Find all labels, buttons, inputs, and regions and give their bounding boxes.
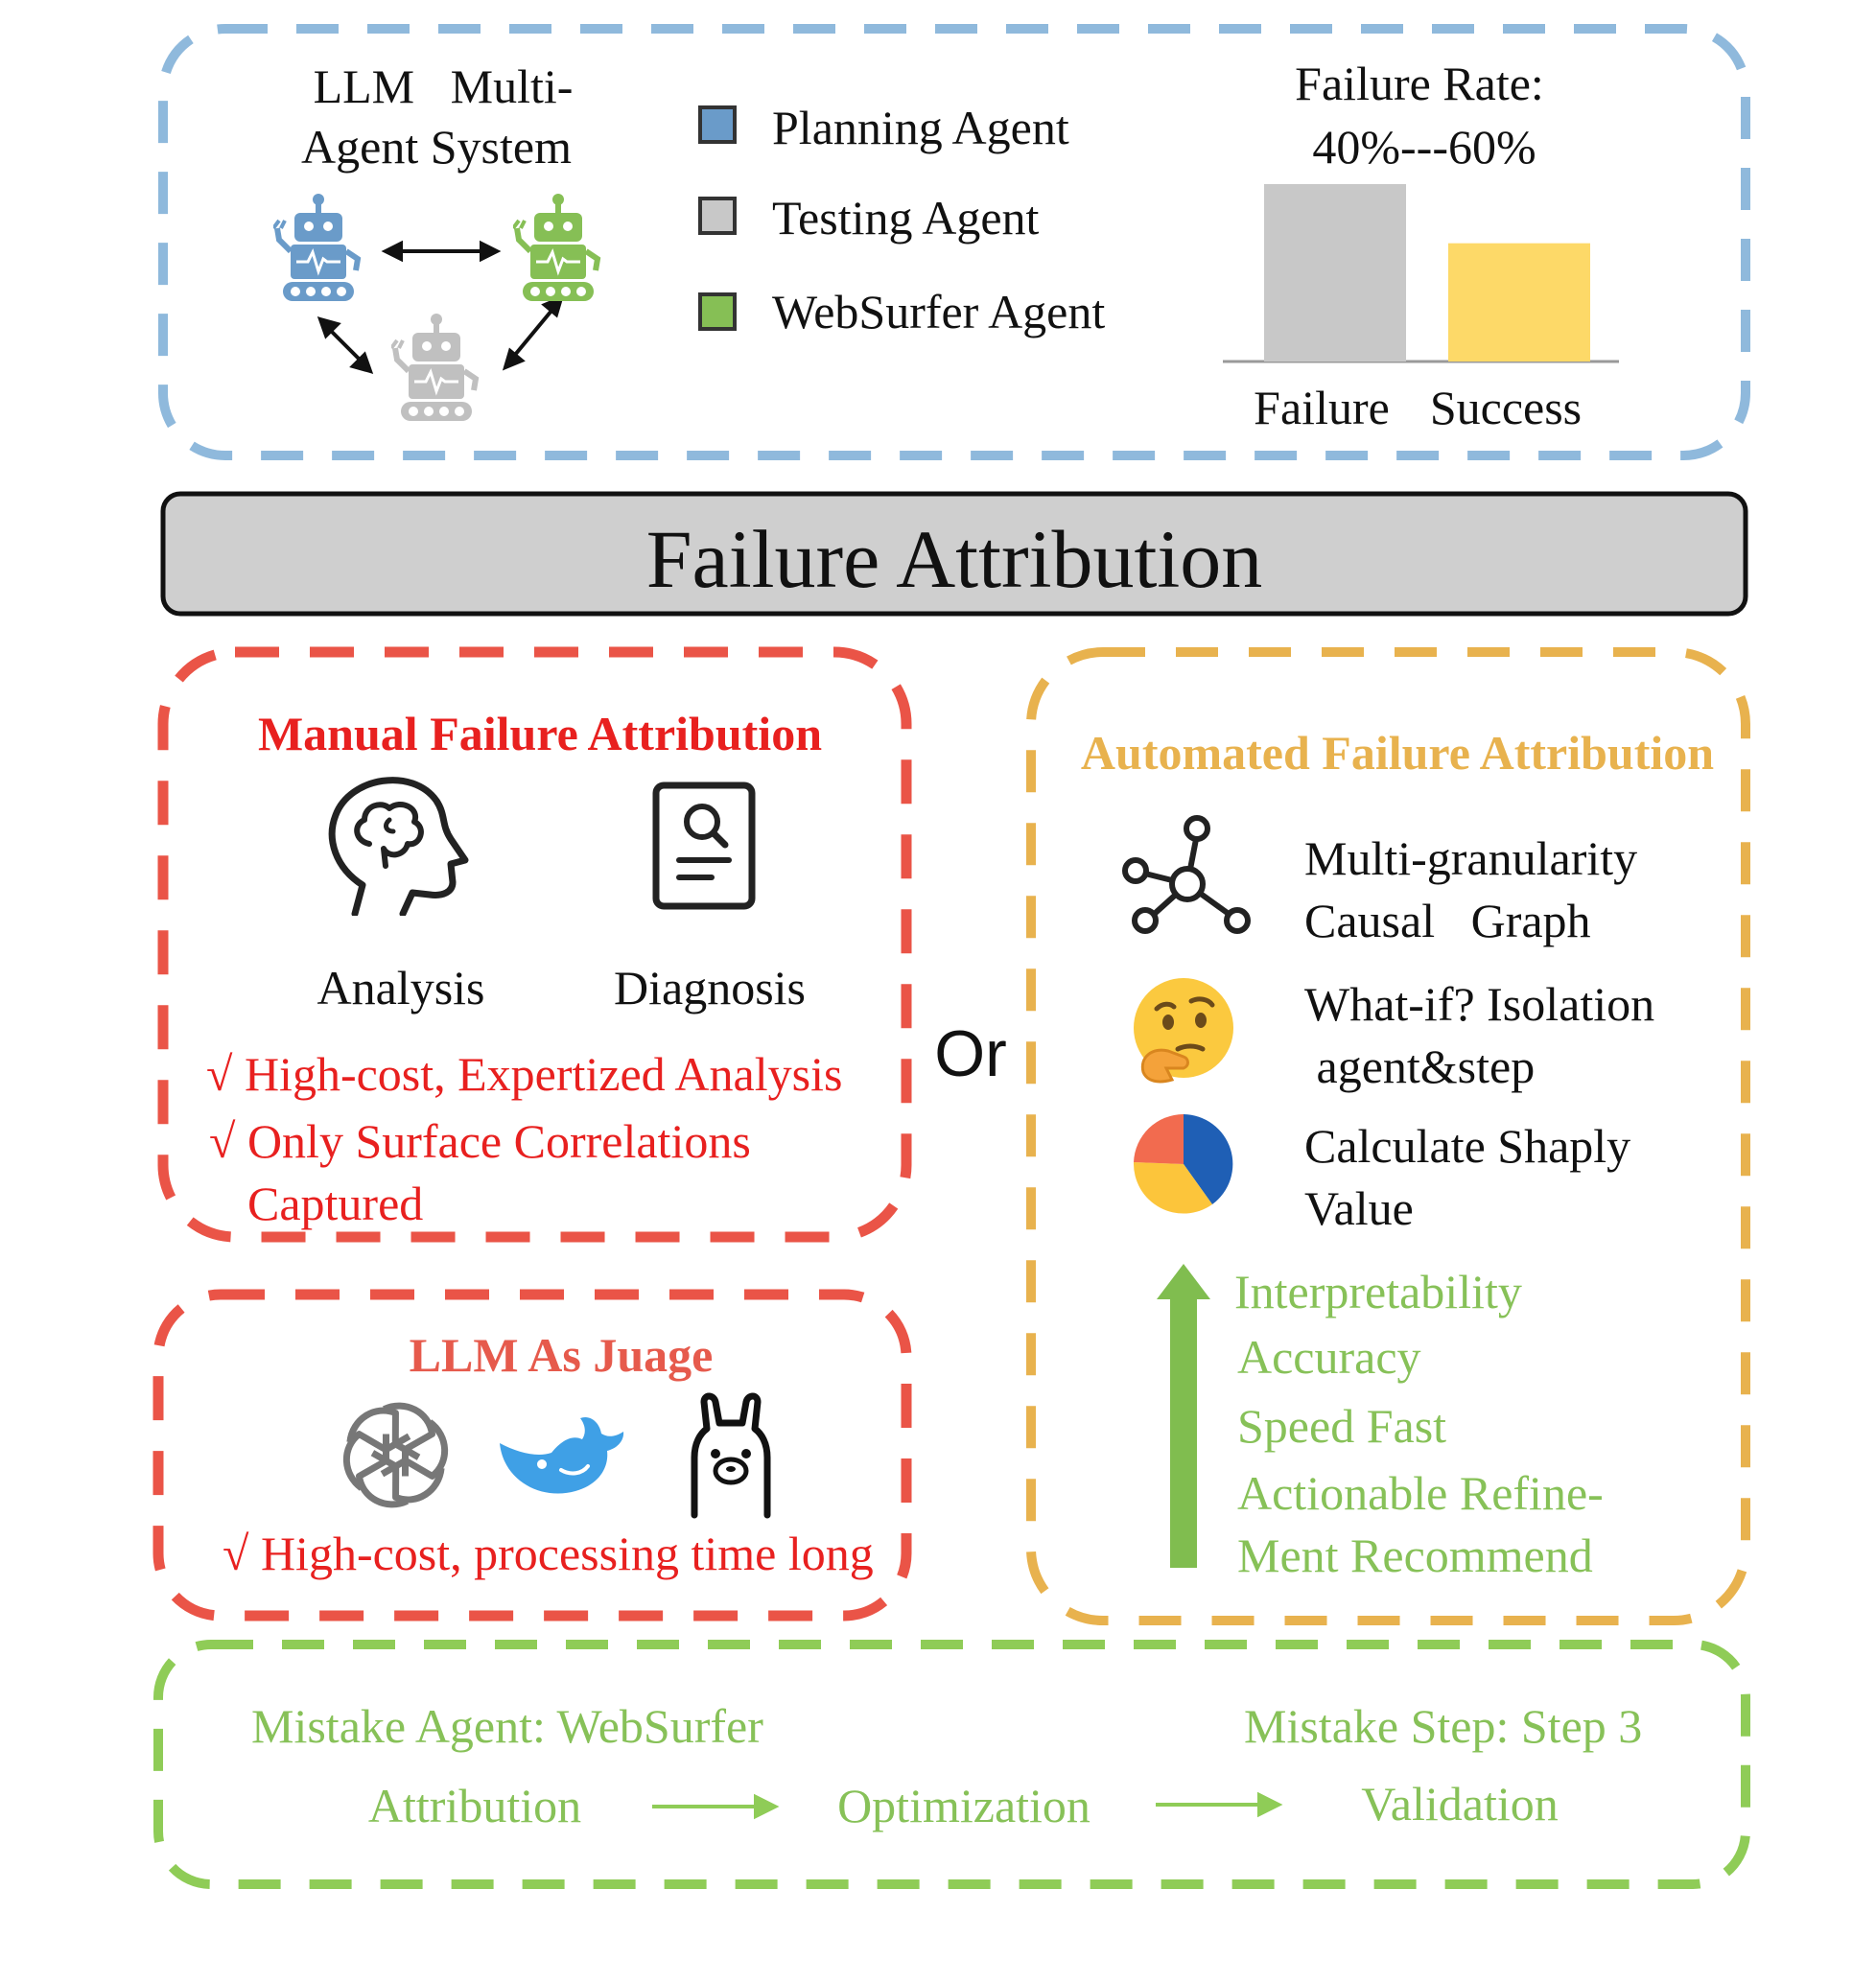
automated-attribution-frame [1026,647,1750,1625]
benefit-speed: Speed Fast [1237,1399,1447,1453]
legend-label-planning: Planning Agent [772,101,1069,154]
automated-section-title: Automated Failure Attribution [1080,726,1715,780]
head-brain-icon [317,772,470,921]
shapley-label-line2: Value [1304,1181,1414,1235]
chart-category-label-1: Success [1429,381,1583,434]
thinking-face-icon [1130,976,1237,1088]
chart-bar-success [1448,243,1590,362]
planning-agent-robot-icon [271,192,364,312]
what-if-label-line2: agent&step [1304,1039,1536,1093]
outcome-frame [153,1640,1750,1889]
legend-swatch-websurfer [698,292,737,331]
mistake-agent-label: Mistake Agent: WebSurfer [251,1699,763,1753]
causal-graph-label-line1: Multi-granularity [1304,831,1638,885]
agent-interaction-arrows [317,240,565,374]
websurfer-agent-robot-icon [511,192,604,312]
flow-step-optimization: Optimization [837,1779,1090,1832]
manual-point-correlations: √ Only Surface Correlations [209,1114,751,1168]
benefit-actionable: Actionable Refine- [1237,1466,1604,1520]
llm-judge-point: √ High-cost, processing time long [223,1527,874,1580]
banner-title: Failure Attribution [645,513,1263,605]
benefit-interpretability: Interpretability [1234,1265,1522,1318]
failure-attribution-banner-box [160,491,1748,617]
legend-label-websurfer: WebSurfer Agent [772,285,1106,338]
shapley-label-line1: Calculate Shaply [1304,1119,1631,1173]
manual-point-cost: √ High-cost, Expertized Analysis [206,1047,843,1101]
openai-logo-icon [336,1395,456,1520]
system-title-line2: Agent System [301,120,572,174]
mistake-step-label: Mistake Step: Step 3 [1244,1699,1643,1753]
failure-rate-range: 40%---60% [1312,120,1536,174]
legend-swatch-testing [698,197,737,235]
flow-step-validation: Validation [1361,1777,1559,1831]
testing-agent-robot-icon [389,312,482,432]
manual-point-correlations-cont: Captured [247,1177,424,1230]
causal-graph-icon [1122,815,1256,945]
failure-rate-title: Failure Rate: [1295,57,1544,110]
llm-judge-frame [152,1289,912,1621]
flow-step-attribution: Attribution [367,1779,582,1832]
analysis-label: Analysis [317,961,485,1015]
diagnosis-label: Diagnosis [614,961,806,1015]
legend-label-testing: Testing Agent [772,191,1040,245]
or-connector: Or [934,1017,1007,1090]
ollama-llama-icon [683,1390,779,1525]
pie-chart-icon [1132,1112,1235,1221]
causal-graph-label-line2: Causal Graph [1304,894,1591,947]
flow-arrows [652,1791,1283,1820]
benefit-recommend: Ment Recommend [1237,1528,1593,1582]
manual-attribution-frame [157,646,912,1243]
system-overview-frame [158,24,1750,460]
chart-bar-failure [1264,184,1406,362]
document-search-icon [652,782,758,916]
system-title-line1: LLM Multi- [313,59,574,113]
what-if-label-line1: What-if? Isolation [1304,977,1655,1031]
benefits-arrow [1157,1264,1210,1568]
benefit-accuracy: Accuracy [1237,1330,1421,1384]
manual-section-title: Manual Failure Attribution [257,707,823,760]
deepseek-whale-icon [494,1405,628,1510]
legend-swatch-planning [698,105,737,144]
chart-category-label-0: Failure [1254,381,1390,434]
llm-judge-title: LLM As Juage [409,1328,714,1382]
